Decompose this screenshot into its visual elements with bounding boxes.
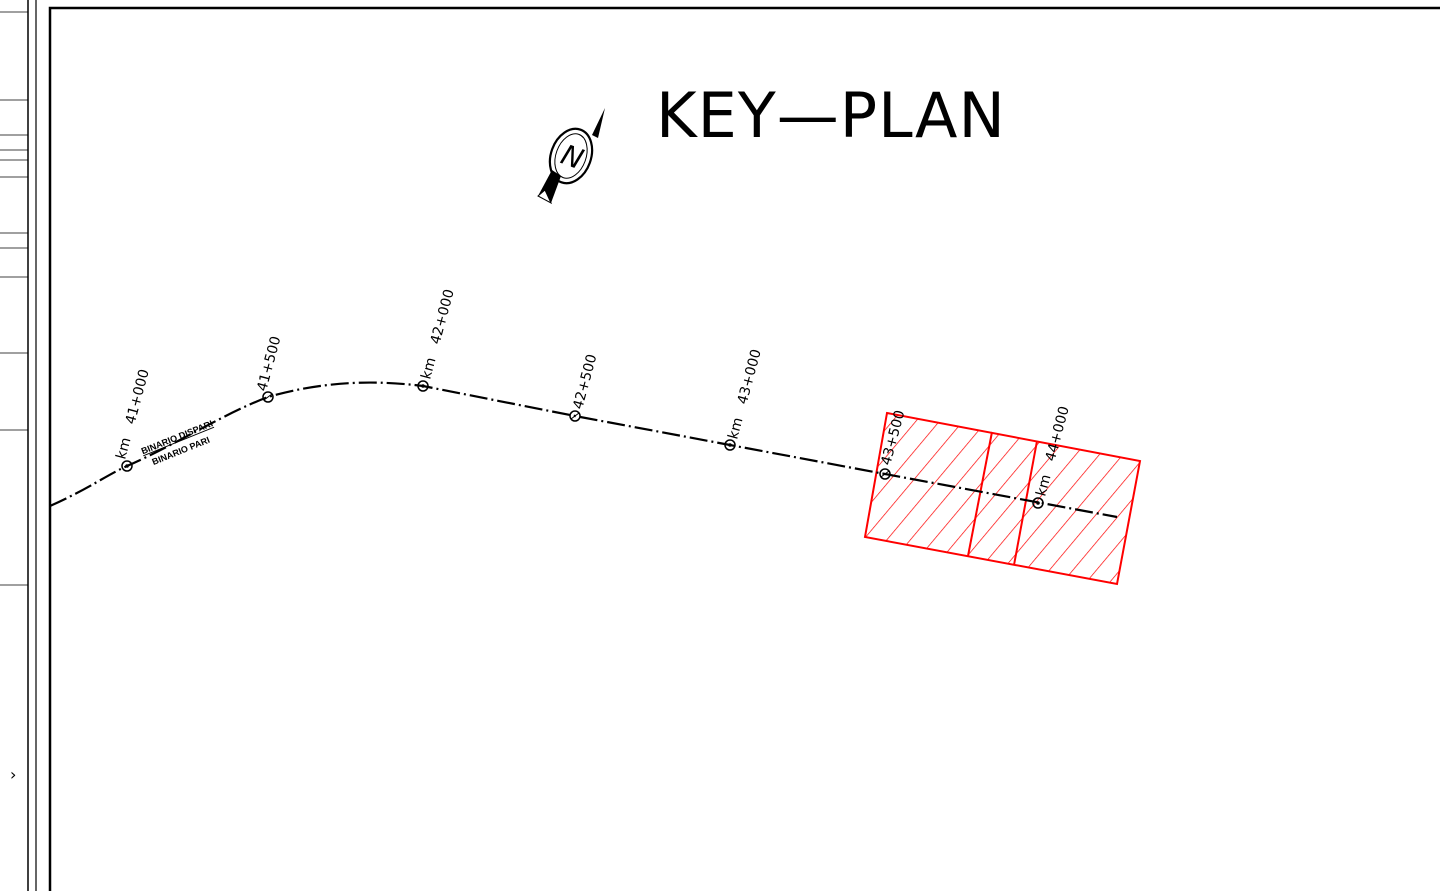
chainage-value: 41+000: [123, 368, 153, 427]
north-letter: N: [557, 138, 588, 176]
north-arrow-icon: N: [537, 108, 605, 205]
chainage-value: 42+000: [428, 288, 458, 347]
drawing-title: KEY—PLAN: [656, 79, 1006, 152]
chainage-km-label: km: [725, 416, 746, 441]
railway-alignment: [49, 381, 1118, 519]
chainage-value: 43+000: [735, 348, 765, 407]
chainage-value: 41+500: [254, 335, 284, 394]
chainage-marker-42-000: km 42+000: [417, 288, 458, 392]
chainage-km-label: km: [113, 436, 134, 461]
svg-text:km 42+000: km 42+000: [418, 288, 457, 381]
chainage-marker-41-500: 41+500: [254, 335, 284, 403]
drawing-frame: [48, 6, 1440, 891]
chainage-marker-42-500: 42+500: [569, 353, 600, 422]
side-chevron-icon: ›: [10, 765, 16, 784]
chainage-km-label: km: [1033, 473, 1054, 498]
svg-text:42+500: 42+500: [570, 353, 600, 412]
chainage-value: 42+500: [570, 353, 600, 412]
chainage-marker-41-000: km 41+000: [113, 368, 153, 472]
study-area-highlight: [863, 411, 1142, 586]
svg-text:km 43+000: km 43+000: [725, 348, 764, 441]
track-labels: BINARIO DISPARI BINARIO PARI: [140, 418, 215, 467]
chainage-marker-43-000: km 43+000: [724, 348, 765, 451]
left-title-block: ›: [0, 0, 37, 891]
svg-text:41+500: 41+500: [254, 335, 284, 394]
chainage-km-label: km: [418, 356, 439, 381]
